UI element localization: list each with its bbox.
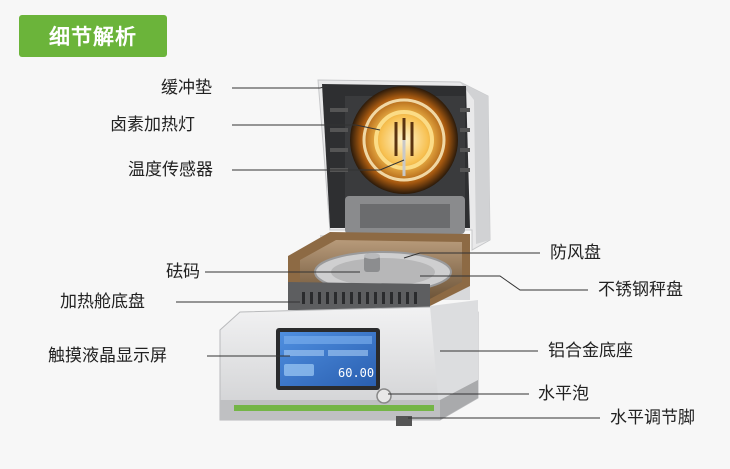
- section-title-badge: 细节解析: [19, 15, 167, 57]
- label-steel-pan: 不锈钢秤盘: [598, 280, 683, 300]
- label-cushion: 缓冲垫: [161, 78, 212, 98]
- heating-chamber: [288, 232, 470, 312]
- label-chamber-tray: 加热舱底盘: [60, 292, 145, 312]
- label-touch-lcd: 触摸液晶显示屏: [48, 346, 167, 366]
- label-leveling-feet: 水平调节脚: [610, 408, 695, 428]
- label-level-bubble: 水平泡: [538, 384, 589, 404]
- label-halogen-lamp: 卤素加热灯: [110, 115, 195, 135]
- level-bubble: [376, 388, 392, 404]
- leader-lines: [176, 85, 600, 419]
- label-temp-sensor: 温度传感器: [128, 160, 213, 180]
- touch-screen: 60.00: [276, 328, 380, 390]
- screen-reading: 60.00: [338, 366, 374, 380]
- label-windshield: 防风盘: [550, 243, 601, 263]
- halogen-lamp: [350, 86, 458, 194]
- label-alu-base: 铝合金底座: [548, 341, 633, 361]
- label-weight: 砝码: [166, 262, 200, 282]
